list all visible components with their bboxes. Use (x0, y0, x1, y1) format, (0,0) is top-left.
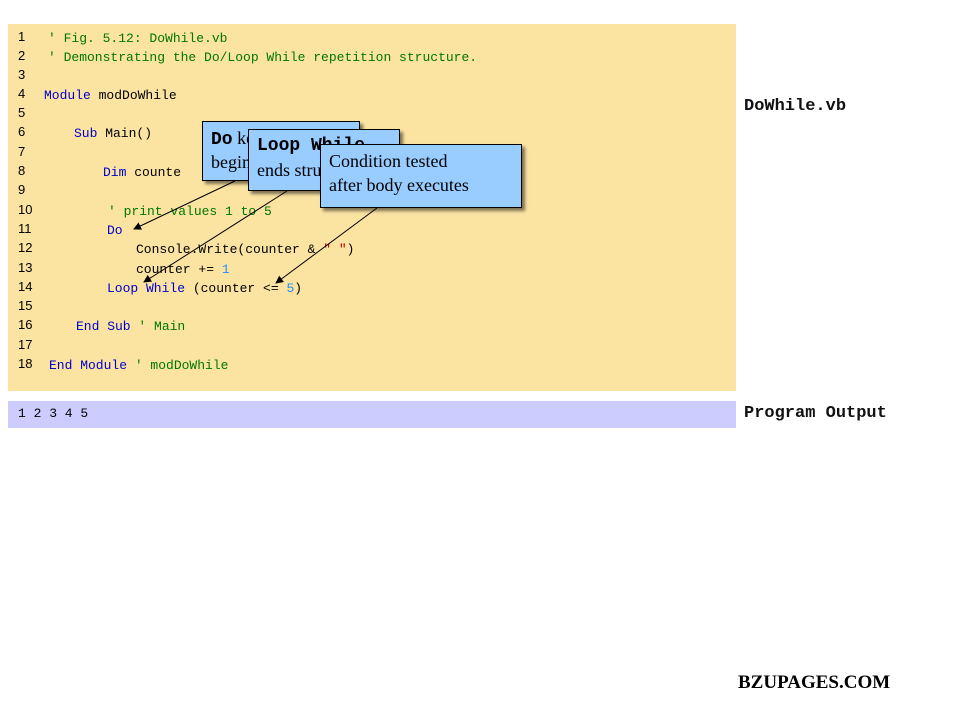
line-number: 14 (18, 279, 33, 294)
code-line-12: Console.Write(counter & " ") (8, 241, 354, 259)
line-number: 9 (18, 182, 26, 197)
line-number: 1 (18, 29, 26, 44)
line-number: 12 (18, 240, 33, 255)
code-token: modDoWhile (90, 88, 177, 103)
line-number: 10 (18, 202, 33, 217)
code-comment: ' modDoWhile (127, 358, 229, 373)
keyword: Loop While (107, 281, 186, 296)
code-text: counter += 1 (136, 261, 230, 279)
line-number: 7 (18, 144, 26, 159)
number-literal: 5 (286, 281, 295, 296)
keyword: Do (107, 223, 123, 238)
code-line-13: counter += 1 (8, 261, 230, 279)
code-token: counter += (136, 262, 222, 277)
line-number: 6 (18, 124, 26, 139)
code-comment: ' Fig. 5.12: DoWhile.vb (48, 31, 228, 46)
keyword: End Module (49, 358, 128, 373)
code-line-14: Loop While (counter <= 5) (8, 280, 302, 298)
keyword: Dim (103, 165, 127, 180)
line-number: 3 (18, 67, 26, 82)
line-number: 8 (18, 163, 26, 178)
callout-line: Condition tested (329, 151, 448, 171)
number-literal: 1 (221, 262, 230, 277)
code-line-18: End Module ' modDoWhile (8, 357, 228, 375)
keyword: Module (44, 88, 91, 103)
code-comment: ' Main (130, 319, 186, 334)
code-token: (counter <= (185, 281, 287, 296)
watermark: BZUPAGES.COM (738, 672, 891, 693)
code-text: Console.Write(counter & " ") (136, 241, 354, 259)
filename-label: DoWhile.vb (744, 97, 847, 116)
code-token: ) (346, 242, 355, 257)
line-number: 16 (18, 317, 33, 332)
line-number: 15 (18, 298, 33, 313)
keyword: Sub (74, 126, 98, 141)
code-token: ) (294, 281, 303, 296)
code-line-4: Module modDoWhile (8, 87, 177, 105)
line-number: 18 (18, 356, 33, 371)
code-token: Console.Write(counter & (136, 242, 324, 257)
line-number: 17 (18, 337, 33, 352)
callout-keyword: Do (211, 130, 233, 150)
code-line-2: ' Demonstrating the Do/Loop While repeti… (8, 49, 477, 67)
program-output-panel: 1 2 3 4 5 (8, 401, 736, 428)
line-number: 4 (18, 86, 26, 101)
code-token: counte (126, 165, 182, 180)
code-line-1: ' Fig. 5.12: DoWhile.vb (8, 30, 227, 48)
code-text: End Module ' modDoWhile (49, 357, 228, 375)
code-text: Module modDoWhile (44, 87, 177, 105)
callout-line: after body executes (329, 175, 469, 195)
code-comment: ' Demonstrating the Do/Loop While repeti… (48, 50, 478, 65)
code-comment: ' print values 1 to 5 (108, 204, 272, 219)
code-line-10: ' print values 1 to 5 (8, 203, 272, 221)
keyword: End Sub (76, 319, 131, 334)
code-line-16: End Sub ' Main (8, 318, 185, 336)
code-line-8: Dim counte (8, 164, 181, 182)
string-literal: " " (323, 242, 347, 257)
callout-condition: Condition tested after body executes (320, 144, 522, 208)
code-text: Sub Main() (74, 125, 152, 143)
program-output-label: Program Output (744, 404, 887, 423)
line-number: 11 (18, 221, 32, 236)
code-token: Main() (97, 126, 153, 141)
code-text: Dim counte (103, 164, 181, 182)
program-output-text: 1 2 3 4 5 (18, 406, 89, 421)
code-line-11: Do (8, 222, 123, 240)
line-number: 5 (18, 105, 26, 120)
code-line-6: Sub Main() (8, 125, 152, 143)
line-number: 13 (18, 260, 33, 275)
code-text: End Sub ' Main (76, 318, 185, 336)
line-number: 2 (18, 48, 26, 63)
code-text: Loop While (counter <= 5) (107, 280, 302, 298)
